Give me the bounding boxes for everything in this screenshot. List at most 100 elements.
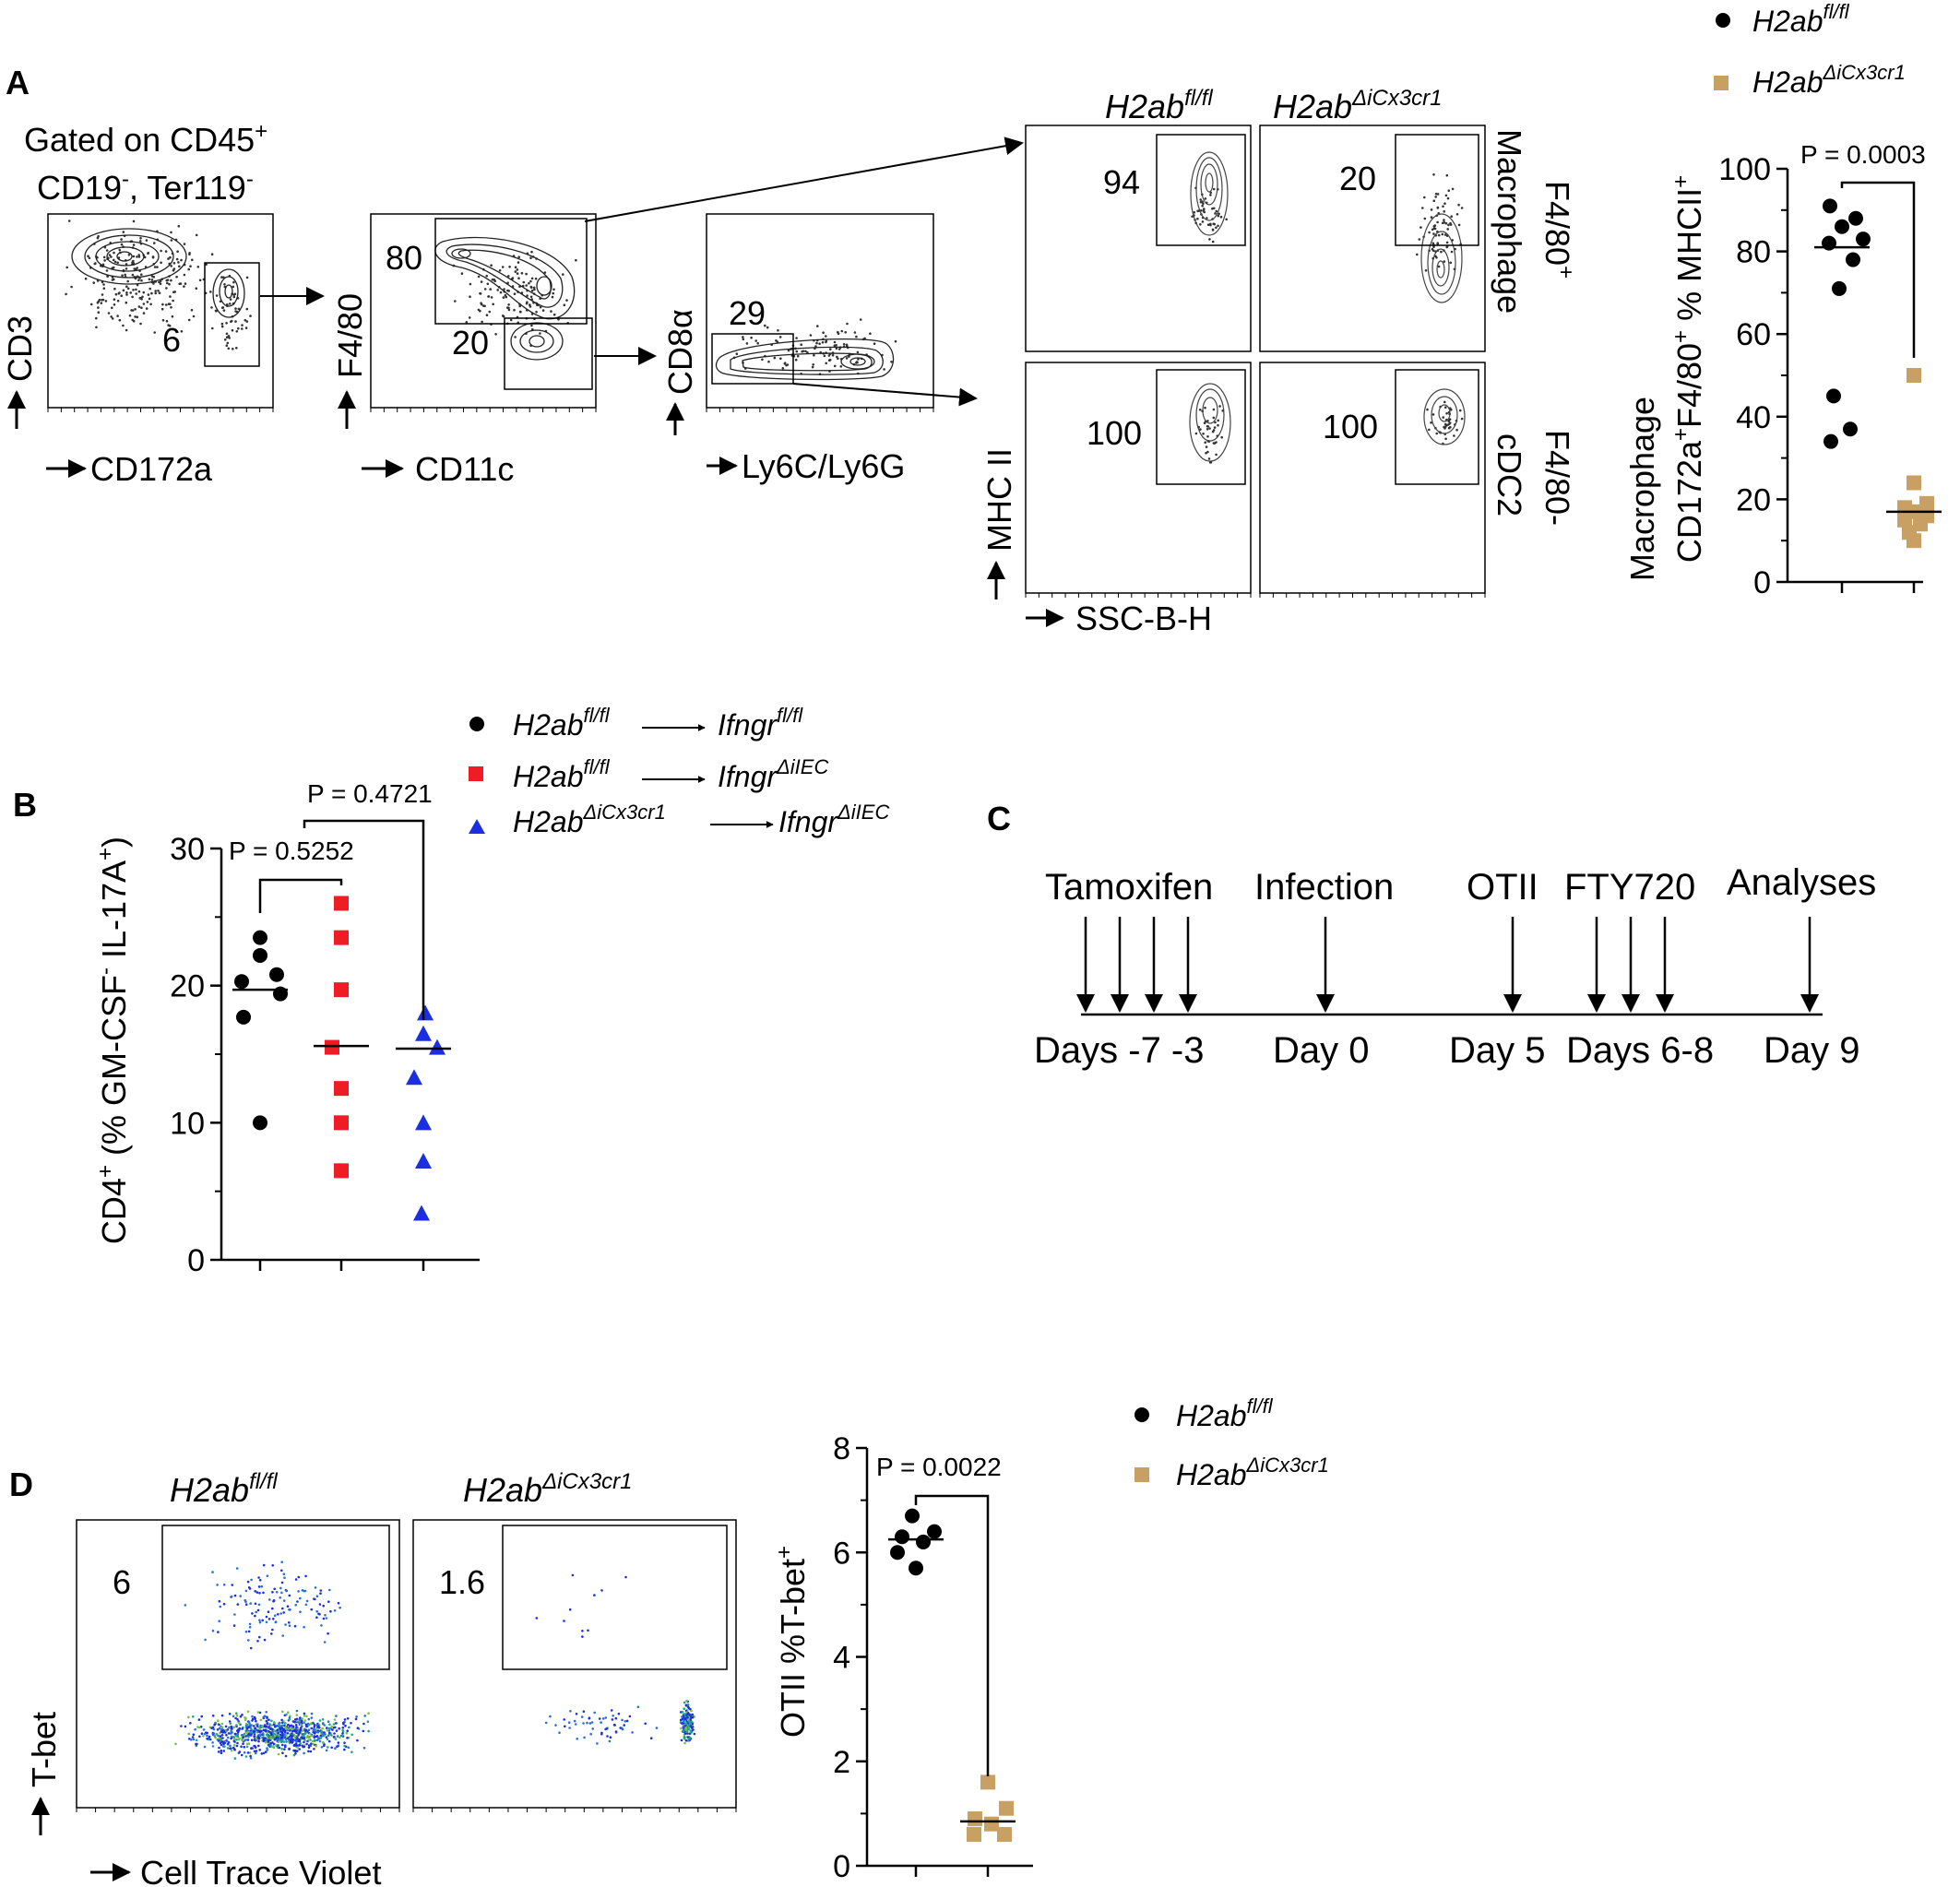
flow-dot [125, 293, 128, 296]
flow-dot [1432, 232, 1435, 235]
flow-dot [298, 1731, 302, 1734]
flow-dot [216, 1728, 220, 1731]
gate-value: 6 [113, 1563, 131, 1601]
flow-dot [766, 326, 769, 329]
flow-dot [165, 319, 169, 323]
flow-dot [687, 1706, 691, 1710]
flow-dot [245, 307, 249, 311]
flow-dot [514, 270, 517, 273]
flow-dot [235, 1739, 238, 1741]
flow-dot [287, 1711, 290, 1714]
flow-dot [321, 1718, 325, 1721]
flow-dot [287, 1727, 291, 1729]
flow-dot [363, 1715, 367, 1717]
flow-dot [318, 1739, 322, 1743]
flow-dot [67, 220, 71, 222]
flow-dot [288, 1621, 291, 1624]
flow-dot [240, 1753, 244, 1757]
flow-dot [258, 1729, 262, 1733]
flow-dot [1421, 207, 1424, 209]
dplot-header-fl: H2abfl/fl [170, 1469, 278, 1509]
flow-dot [171, 314, 174, 318]
flow-grid: 94 20 100 100 Macrophage F4/80+ cDC2 F4/… [980, 125, 1578, 637]
flow-dot [613, 1724, 616, 1727]
data-point [1907, 475, 1921, 491]
flow-dot [265, 1615, 268, 1619]
flow-dot [281, 1721, 284, 1725]
flow-dot [255, 1750, 258, 1752]
flow-dot [468, 316, 471, 319]
flow-dot [153, 331, 156, 334]
flow-dot [256, 1640, 259, 1643]
flow-dot [223, 283, 226, 286]
flow-dot [277, 1752, 280, 1756]
flow-dot [356, 1739, 359, 1742]
flow-dot [813, 353, 815, 357]
flow-dot [526, 294, 529, 297]
flow-dot [507, 308, 511, 312]
flow-dot [684, 1722, 687, 1726]
flow-dot [1451, 187, 1455, 191]
flow-dot [1455, 428, 1458, 432]
flow-dot [289, 1737, 292, 1739]
flow-dot [1208, 238, 1211, 241]
flow-dot [271, 1628, 274, 1632]
flow-dot [265, 1719, 268, 1723]
flow-dot [518, 304, 521, 308]
flow-dot [132, 262, 135, 265]
flow-dot [254, 1746, 257, 1749]
flow-dot [636, 1705, 640, 1709]
flow-dot [795, 350, 799, 353]
flow-dot [211, 1745, 215, 1748]
flow-dot [160, 249, 162, 253]
flow-dot [297, 1575, 301, 1579]
flow-dot [253, 1729, 255, 1733]
flow-dot [291, 1741, 294, 1744]
flow-dot [335, 1722, 338, 1725]
flow-dot [520, 271, 524, 275]
data-point [334, 982, 349, 998]
flow-dot [284, 1738, 288, 1740]
flow-dot [284, 1722, 287, 1725]
flow-dot [313, 1724, 316, 1727]
flow-dot [220, 1727, 223, 1731]
flow-dot [315, 1735, 318, 1739]
flow-dot [818, 342, 821, 346]
flow-dot [227, 1741, 231, 1744]
flow-dot [530, 250, 533, 254]
flow-dot [690, 1727, 694, 1729]
flow-dot [248, 1622, 252, 1626]
flow-dot [125, 285, 128, 289]
gating-arrow-to-cdc2 [792, 383, 978, 407]
flow-dot [258, 1619, 261, 1621]
flow-dot [600, 1732, 603, 1736]
flow-dot [255, 1719, 257, 1723]
flow-dot [160, 261, 162, 265]
flow-dot [270, 1724, 273, 1727]
flow-dot [347, 1746, 350, 1750]
flow-dot [237, 307, 241, 311]
flow-dot [113, 260, 117, 264]
flow-dot [303, 1625, 305, 1629]
flow-dot [211, 1741, 214, 1744]
flow-dot [295, 1726, 298, 1728]
flow-dot [496, 289, 499, 291]
flow-dot [272, 1599, 275, 1603]
flow-dot [286, 1737, 290, 1739]
flow-dot [235, 1744, 239, 1748]
flow-dot [125, 301, 128, 304]
flow-dot [272, 1618, 275, 1620]
flow-dot [812, 363, 814, 366]
flow-dot [220, 1751, 223, 1754]
flow-dot [255, 1736, 258, 1739]
flow-dot [220, 322, 224, 326]
flow-dot [258, 1749, 262, 1751]
flow-dot [815, 341, 818, 345]
flow-dot [869, 332, 872, 336]
flow-dot [825, 335, 827, 338]
flow-dot [569, 1710, 572, 1713]
gate-value-fl-cdc2: 100 [1087, 414, 1142, 452]
flow-dot [683, 1724, 687, 1727]
flow-dot [1442, 205, 1444, 208]
flow-dot [197, 1718, 201, 1721]
